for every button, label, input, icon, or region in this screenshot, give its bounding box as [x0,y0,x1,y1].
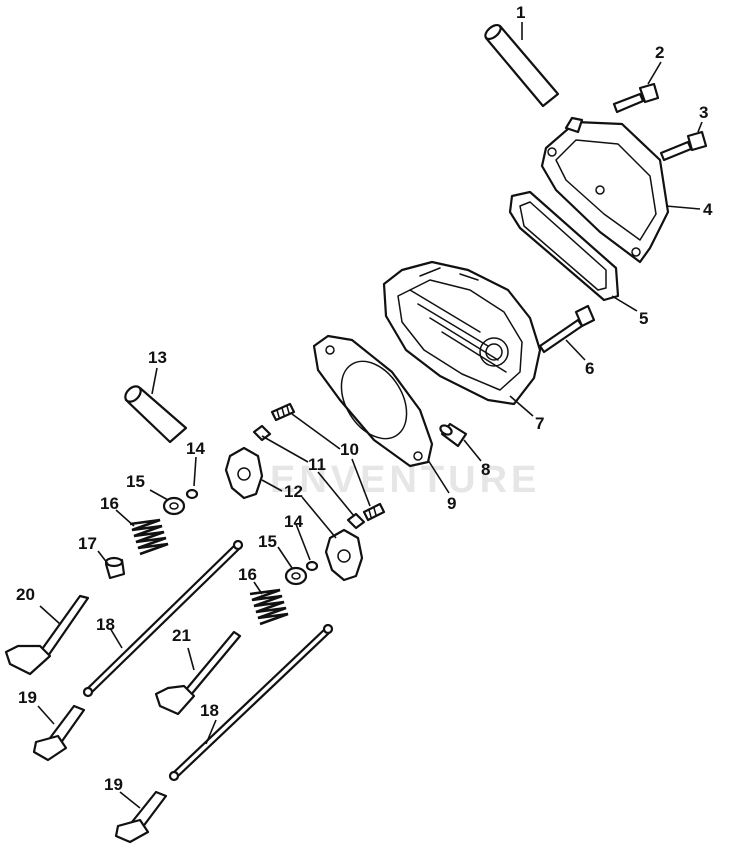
part-17-valve-seal [104,556,126,580]
callout-15-lower: 15 [258,532,277,551]
callout-11: 11 [308,455,326,474]
callout-4: 4 [703,200,713,219]
part-6-bolt [538,304,596,354]
callout-14-lower: 14 [284,512,303,531]
part-1-tube [484,23,560,108]
watermark-text: ENVENTURE [270,459,540,501]
part-12-rocker-arm-upper [224,446,264,500]
part-16-spring-lower [249,588,289,626]
callout-1: 1 [516,3,525,22]
callout-10: 10 [340,440,359,459]
part-19-lifter-upper [32,704,86,762]
part-5-cover-gasket [508,190,620,302]
part-16-spring-upper [129,518,169,556]
part-14-retainer-upper [185,488,199,500]
part-11-nut-lower [346,512,366,530]
leader-lines [37,22,703,809]
callout-21: 21 [172,626,191,645]
callout-17: 17 [78,534,97,553]
callout-19-upper: 19 [18,688,37,707]
callout-3: 3 [699,103,708,122]
callout-14-upper: 14 [186,439,205,458]
callout-12: 12 [284,482,303,501]
callout-2: 2 [655,43,664,62]
callout-16-upper: 16 [100,494,119,513]
part-3-bolt [659,130,708,162]
callout-18-upper: 18 [96,615,115,634]
part-2-bolt [612,82,660,114]
part-13-tube [124,385,188,444]
callout-15-upper: 15 [126,472,145,491]
part-18-pushrod-lower [168,623,334,782]
part-15-washer-lower [284,566,308,586]
callout-19-lower: 19 [104,775,123,794]
part-20-valve [4,594,90,676]
callout-13: 13 [148,348,167,367]
part-9-head-gasket [312,334,434,468]
callout-18-lower: 18 [200,701,219,720]
part-19-lifter-lower [114,790,168,844]
part-15-washer-upper [162,496,186,516]
callout-9: 9 [447,494,456,513]
callout-7: 7 [535,414,544,433]
part-10-stud-lower [362,502,386,522]
part-14-retainer-lower [305,560,319,572]
callout-8: 8 [481,460,490,479]
callout-20: 20 [16,585,35,604]
callout-6: 6 [585,359,594,378]
part-12-rocker-arm-lower [324,528,364,582]
callout-16-lower: 16 [238,565,257,584]
part-10-stud-upper [270,402,296,422]
callout-labels: 1 2 3 4 5 6 7 8 9 10 11 12 13 14 15 16 1… [16,3,713,794]
part-7-cylinder-head [382,260,542,406]
callout-5: 5 [639,309,648,328]
part-11-nut-upper [252,424,272,442]
part-18-pushrod-upper [82,539,244,698]
part-21-valve [154,630,242,716]
part-8-sleeve [439,422,468,448]
part-4-valve-cover [540,116,670,264]
